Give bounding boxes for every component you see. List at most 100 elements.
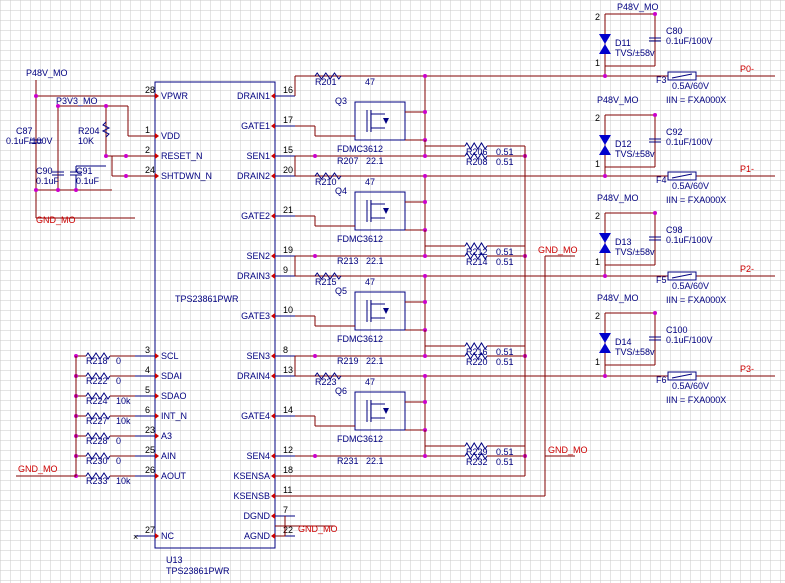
- pin-name: INT_N: [161, 411, 187, 421]
- junction-dot: [653, 113, 657, 117]
- resistor-body[interactable]: [85, 452, 111, 460]
- resistor-body[interactable]: [464, 142, 488, 150]
- resistor-body[interactable]: [85, 432, 111, 440]
- port-label[interactable]: P3-: [740, 364, 754, 374]
- resistor-body[interactable]: [464, 352, 488, 360]
- resistor-body[interactable]: [314, 72, 342, 80]
- tvs-upper: [599, 333, 611, 343]
- junction-dot: [313, 354, 317, 358]
- junction-dot: [653, 12, 657, 16]
- fuse-iin: IIN = FXA000X: [666, 295, 726, 305]
- resistor-body[interactable]: [314, 372, 342, 380]
- pin-arrow: [271, 493, 275, 499]
- port-label[interactable]: P0-: [740, 64, 754, 74]
- resistor-body[interactable]: [464, 452, 488, 460]
- resistor-value: 0.51: [496, 157, 514, 167]
- resistor-body[interactable]: [314, 172, 342, 180]
- resistor-body[interactable]: [464, 442, 488, 450]
- fuse-body: [667, 371, 697, 381]
- net-gnd-agnd: GND_MO: [298, 524, 338, 534]
- resistor-body[interactable]: [314, 272, 342, 280]
- resistor-ref: R223: [315, 377, 337, 387]
- resistor-body[interactable]: [464, 152, 488, 160]
- tvs-upper: [599, 233, 611, 243]
- net-gnd-left-bottom: GND_MO: [18, 464, 58, 474]
- mosfet-ref: Q4: [335, 186, 347, 196]
- resistor-body[interactable]: [464, 342, 488, 350]
- junction-dot: [423, 110, 427, 114]
- resistor-body[interactable]: [85, 472, 111, 480]
- port-label[interactable]: P1-: [740, 164, 754, 174]
- cap-value: 0.1uF/100V: [666, 137, 713, 147]
- pin-arrow: [155, 93, 159, 99]
- mosfet-ref: Q5: [335, 286, 347, 296]
- port-label[interactable]: P2-: [740, 264, 754, 274]
- resistor-body[interactable]: [85, 412, 111, 420]
- resistor-body[interactable]: [464, 252, 488, 260]
- pin-number: 8: [283, 345, 288, 355]
- resistor-ref: R219: [337, 356, 359, 366]
- cap-value: 0.1uF/100V: [666, 36, 713, 46]
- tvs-ref: D11: [615, 38, 631, 48]
- resistor-body[interactable]: [85, 352, 111, 360]
- resistor-ref: R233: [86, 476, 108, 486]
- fuse-ref: F6: [656, 375, 667, 385]
- resistor-body[interactable]: [85, 392, 111, 400]
- fuse-body: [667, 71, 697, 81]
- address-bus-wires: [16, 356, 77, 477]
- pin-number: 20: [283, 165, 293, 175]
- pin-arrow: [271, 533, 275, 539]
- resistor-body[interactable]: [85, 372, 111, 380]
- tvs-lower: [599, 145, 611, 155]
- resistor-ref: R218: [86, 356, 108, 366]
- pin-number: 12: [283, 445, 293, 455]
- resistor-body[interactable]: [464, 242, 488, 250]
- tvs-value: TVS/±58v: [615, 149, 655, 159]
